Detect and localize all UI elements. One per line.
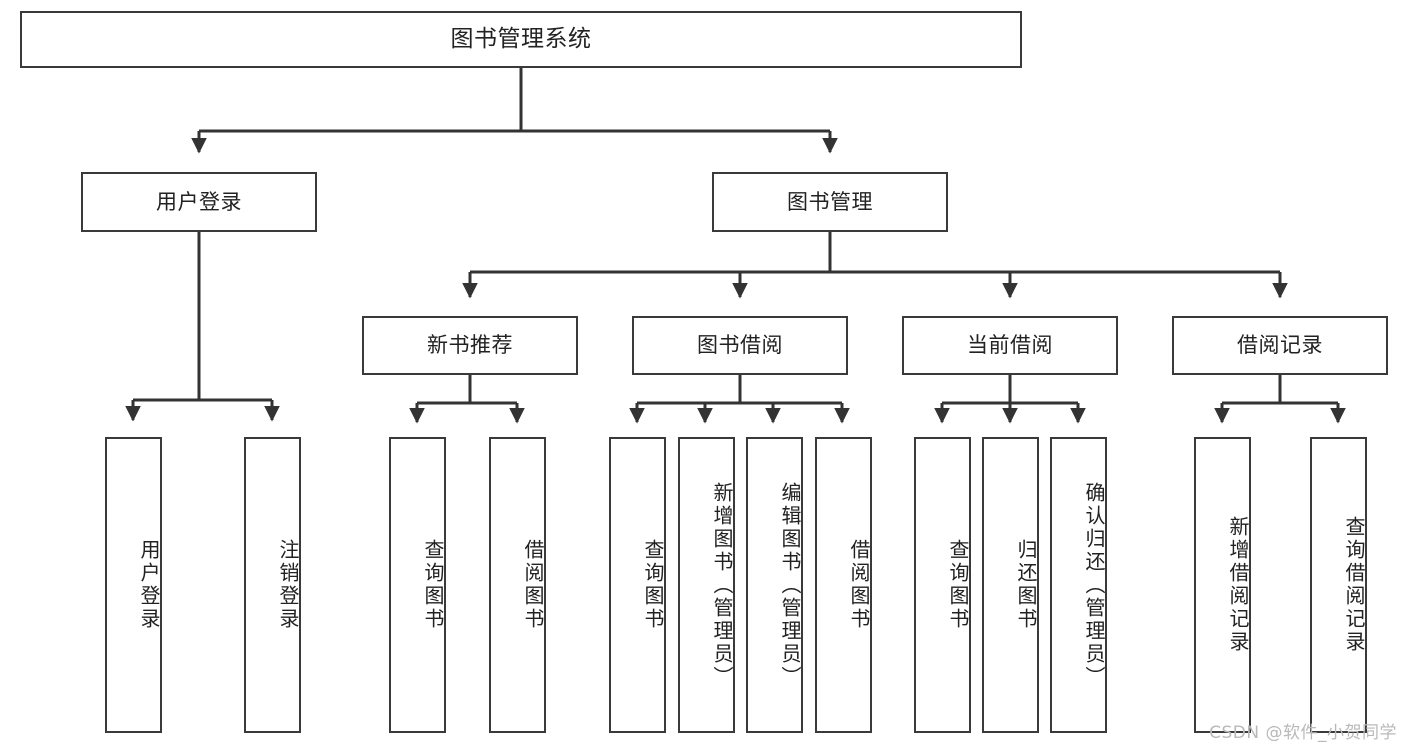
node-label: 当前借阅 (967, 333, 1053, 358)
leaf-user-login-logout[interactable]: 注销登录 (244, 437, 301, 733)
node-label: 查询图书 (421, 539, 445, 631)
node-label: 用户登录 (156, 189, 242, 214)
node-label: 借阅图书 (847, 539, 871, 631)
node-label: 确认归还（管理员） (1082, 481, 1106, 689)
node-label: 查询图书 (946, 539, 970, 631)
node-label: 注销登录 (276, 539, 300, 631)
leaf-current-query-book[interactable]: 查询图书 (914, 437, 971, 733)
node-new-book-recommend[interactable]: 新书推荐 (362, 316, 578, 375)
leaf-borrow-query-book[interactable]: 查询图书 (609, 437, 666, 733)
watermark-text: CSDN @软件_小贺同学 (1209, 723, 1397, 743)
node-user-login[interactable]: 用户登录 (81, 172, 317, 232)
leaf-borrow-add-book-admin[interactable]: 新增图书（管理员） (678, 437, 735, 733)
leaf-recommend-query-book[interactable]: 查询图书 (389, 437, 446, 733)
node-label: 新增借阅记录 (1226, 516, 1250, 654)
node-root-system[interactable]: 图书管理系统 (20, 11, 1022, 68)
leaf-recommend-borrow-book[interactable]: 借阅图书 (489, 437, 546, 733)
node-label: 用户登录 (137, 539, 161, 631)
node-book-borrow[interactable]: 图书借阅 (632, 316, 848, 375)
node-label: 借阅记录 (1237, 333, 1323, 358)
node-label: 新书推荐 (427, 333, 513, 358)
leaf-user-login-signin[interactable]: 用户登录 (105, 437, 162, 733)
leaf-current-return-book[interactable]: 归还图书 (982, 437, 1039, 733)
node-label: 新增图书（管理员） (710, 481, 734, 689)
node-label: 图书借阅 (697, 333, 783, 358)
leaf-borrow-borrow-book[interactable]: 借阅图书 (815, 437, 872, 733)
node-book-management[interactable]: 图书管理 (712, 172, 948, 232)
node-label: 借阅图书 (521, 539, 545, 631)
node-label: 归还图书 (1014, 539, 1038, 631)
leaf-records-add-record[interactable]: 新增借阅记录 (1194, 437, 1251, 733)
node-label: 编辑图书（管理员） (778, 481, 802, 689)
node-label: 查询图书 (641, 539, 665, 631)
leaf-current-confirm-return-admin[interactable]: 确认归还（管理员） (1050, 437, 1107, 733)
node-label: 图书管理系统 (450, 25, 592, 52)
leaf-borrow-edit-book-admin[interactable]: 编辑图书（管理员） (746, 437, 803, 733)
node-current-borrow[interactable]: 当前借阅 (902, 316, 1118, 375)
node-borrow-records[interactable]: 借阅记录 (1172, 316, 1388, 375)
node-label: 图书管理 (787, 189, 873, 214)
node-label: 查询借阅记录 (1342, 516, 1366, 654)
leaf-records-query-record[interactable]: 查询借阅记录 (1310, 437, 1367, 733)
